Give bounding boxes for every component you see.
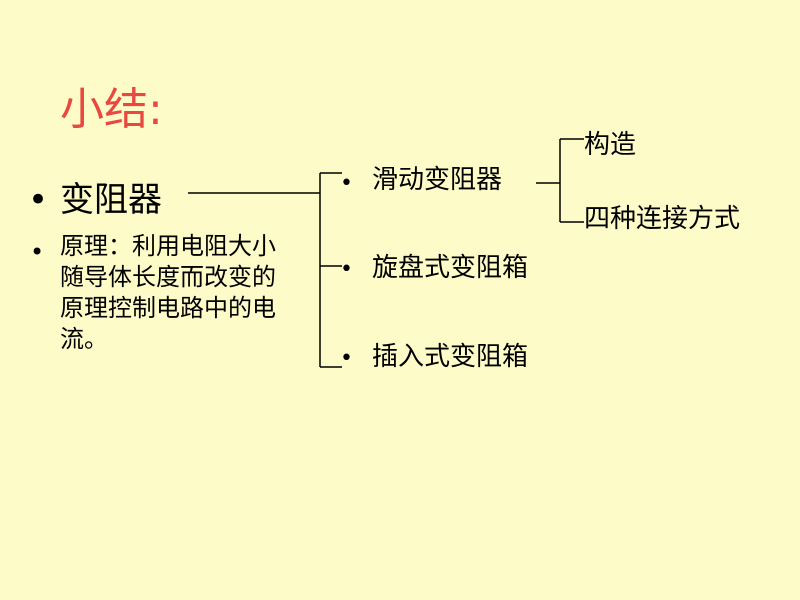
- branch-plug-box: 插入式变阻箱: [372, 342, 529, 372]
- sub-connection-methods: 四种连接方式: [584, 204, 741, 234]
- slide-title: 小结:: [60, 84, 163, 135]
- main-topic: 变阻器: [60, 180, 162, 220]
- branch-sliding-rheostat: 滑动变阻器: [372, 165, 503, 195]
- branch-rotary-box: 旋盘式变阻箱: [372, 253, 529, 283]
- branch-dot-3: •: [340, 346, 353, 371]
- principle-text: 原理：利用电阻大小随导体长度而改变的原理控制电路中的电流。: [60, 232, 276, 353]
- branch-dot-2: •: [340, 257, 353, 282]
- main-bullet-dot: •: [28, 180, 49, 220]
- branch-dot-1: •: [340, 171, 353, 196]
- principle-bullet-dot: •: [30, 238, 45, 266]
- sub-construction: 构造: [584, 130, 637, 160]
